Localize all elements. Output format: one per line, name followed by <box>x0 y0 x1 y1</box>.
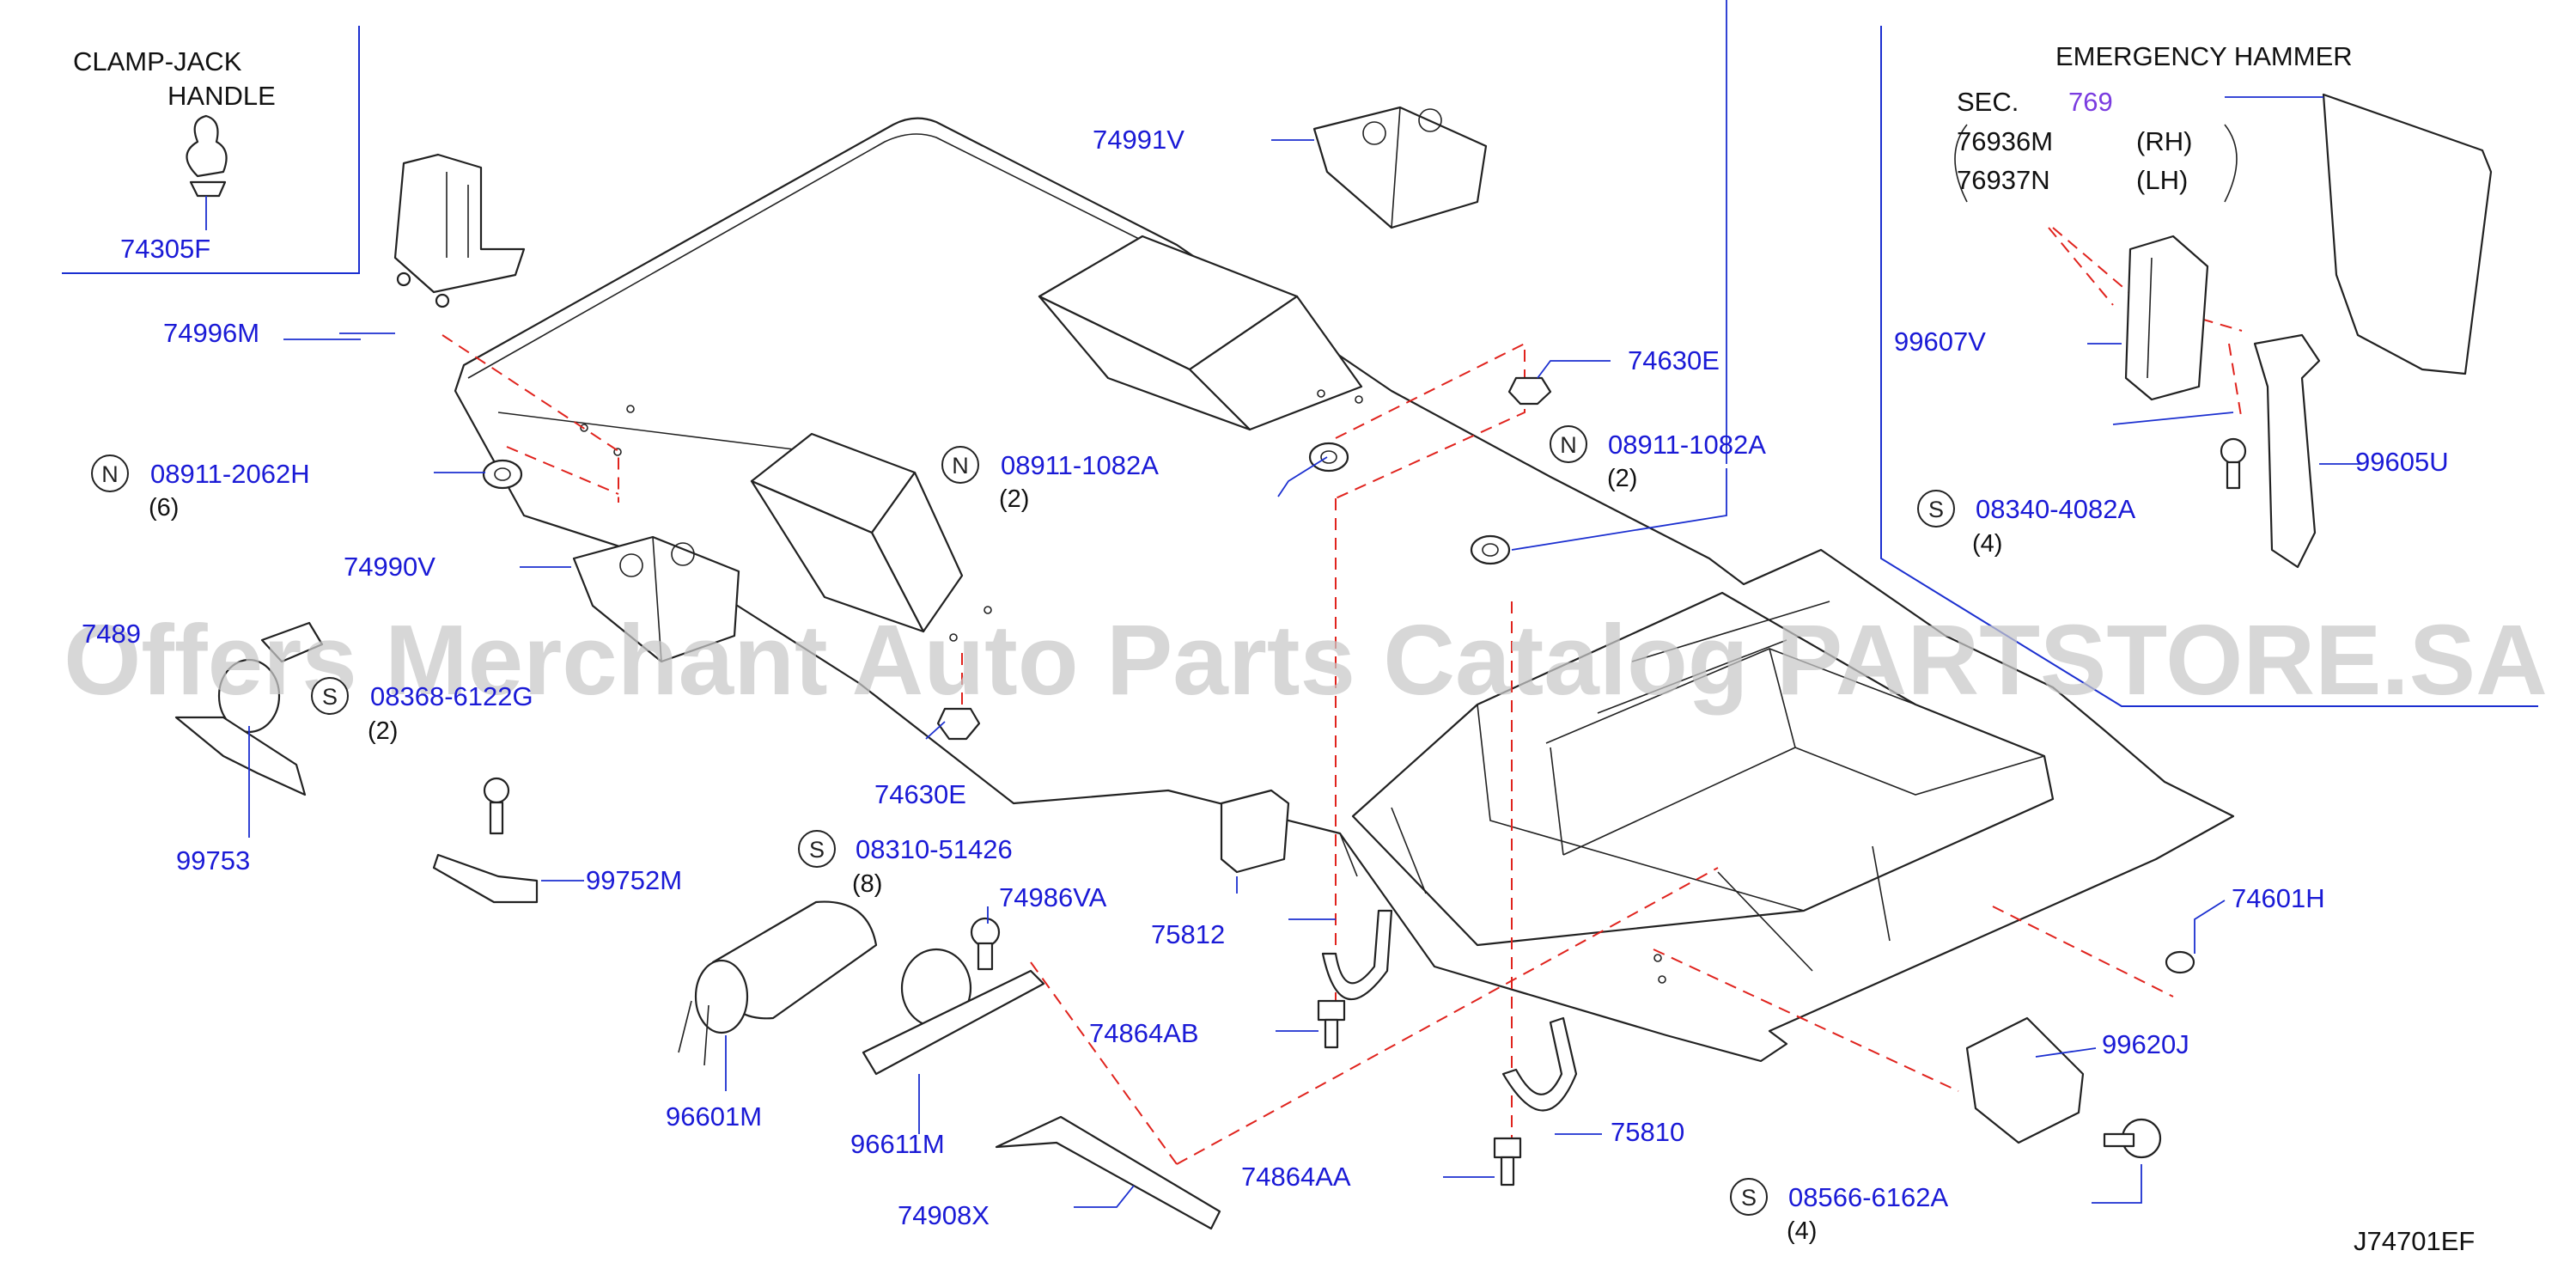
fastener-callout-s2[interactable]: S 08310-51426 (8) <box>798 830 1013 898</box>
jack-bracket-icon <box>393 153 526 308</box>
side-lh: (LH) <box>2136 165 2188 195</box>
tool-tray-icon <box>572 535 740 663</box>
mark-letter: N <box>952 453 969 479</box>
battery-box-icon <box>1220 789 1290 874</box>
grommet-icon <box>936 376 1552 741</box>
part-label-74601H[interactable]: 74601H <box>2232 883 2325 913</box>
fastener-callout-n2[interactable]: N 08911-1082A (2) <box>941 446 1159 513</box>
part-label-08310-51426[interactable]: 08310-51426 <box>856 834 1013 864</box>
part-label-08911-2062H[interactable]: 08911-2062H <box>150 459 310 489</box>
s-mark-icon <box>798 830 836 868</box>
bracket-icon <box>1965 1016 2085 1144</box>
fastener-callout-n1[interactable]: N 08911-2062H (6) <box>91 454 310 522</box>
part-label-74305F[interactable]: 74305F <box>120 234 210 264</box>
bracket-icon <box>2322 93 2493 375</box>
hammer-icon <box>2253 333 2321 569</box>
n-mark-icon <box>91 454 129 492</box>
clamp-jack-frame <box>62 26 360 274</box>
part-label-08911-1082A[interactable]: 08911-1082A <box>1001 450 1159 480</box>
part-label-75812[interactable]: 75812 <box>1151 919 1225 949</box>
qty: (4) <box>1972 530 2002 558</box>
part-label-74630E-mid[interactable]: 74630E <box>874 779 966 809</box>
part-label-74864AA[interactable]: 74864AA <box>1241 1162 1351 1192</box>
part-label-08566-6162A[interactable]: 08566-6162A <box>1788 1182 1948 1212</box>
hammer-mount-icon <box>2124 235 2209 401</box>
leader-lines <box>205 0 2362 1208</box>
mark-letter: S <box>1741 1185 1757 1211</box>
s-mark-icon <box>1917 490 1955 528</box>
sec-label: SEC. <box>1957 87 2019 117</box>
part-label-96601M[interactable]: 96601M <box>666 1101 762 1132</box>
nut-icon <box>482 442 2195 974</box>
mark-letter: S <box>809 837 825 863</box>
mark-letter: N <box>1560 432 1577 458</box>
part-label-08340-4082A[interactable]: 08340-4082A <box>1976 494 2135 524</box>
hose-clamp-icon <box>174 621 324 796</box>
fastener-callout-s4[interactable]: S 08566-6162A (4) <box>1730 1178 1948 1245</box>
clamp-jack-title-line1: CLAMP-JACK <box>73 46 242 76</box>
part-label-76937N[interactable]: 76937N <box>1957 165 2050 195</box>
part-label-99607V[interactable]: 99607V <box>1894 326 1986 357</box>
n-mark-icon <box>941 446 979 484</box>
clip-icon <box>186 114 228 198</box>
part-label-99753[interactable]: 99753 <box>176 845 250 875</box>
cylinder-icon <box>678 900 878 1066</box>
bracket-right <box>2224 124 2238 203</box>
diagram-code: J74701EF <box>2354 1226 2475 1256</box>
qty: (2) <box>368 717 398 745</box>
qty: (6) <box>149 494 179 522</box>
part-label-74908X[interactable]: 74908X <box>898 1200 990 1230</box>
qty: (2) <box>999 485 1029 513</box>
part-label-74630E-top[interactable]: 74630E <box>1628 345 1720 375</box>
part-label-74986VA[interactable]: 74986VA <box>999 882 1107 912</box>
part-label-75810[interactable]: 75810 <box>1611 1117 1684 1147</box>
tool-tray-icon <box>1312 106 1488 229</box>
mark-letter: S <box>322 684 338 710</box>
mark-letter: N <box>101 461 119 487</box>
part-label-08911-1082A[interactable]: 08911-1082A <box>1608 430 1766 460</box>
part-label-08368-6122G[interactable]: 08368-6122G <box>370 681 533 711</box>
fastener-callout-n3[interactable]: N 08911-1082A (2) <box>1550 425 1766 492</box>
part-label-76936M[interactable]: 76936M <box>1957 126 2053 156</box>
s-mark-icon <box>311 677 349 715</box>
sec-769-link[interactable]: 769 <box>2068 87 2113 117</box>
strap-icon <box>995 1115 1221 1230</box>
side-rh: (RH) <box>2136 126 2192 156</box>
mark-letter: S <box>1928 497 1944 522</box>
emergency-hammer-title: EMERGENCY HAMMER <box>2055 41 2353 71</box>
part-label-74991V[interactable]: 74991V <box>1093 125 1184 155</box>
part-label-7489[interactable]: 7489 <box>82 619 141 649</box>
fastener-callout-s1[interactable]: S 08368-6122G (2) <box>311 677 533 745</box>
bracket-left <box>1954 124 1968 203</box>
part-label-74864AB[interactable]: 74864AB <box>1089 1018 1199 1048</box>
part-label-99605U[interactable]: 99605U <box>2355 447 2449 477</box>
hose-clamp-icon <box>862 948 1045 1076</box>
n-mark-icon <box>1550 425 1587 463</box>
fastener-callout-s3[interactable]: S 08340-4082A (4) <box>1917 490 2135 558</box>
part-label-74990V[interactable]: 74990V <box>344 552 435 582</box>
part-label-99620J[interactable]: 99620J <box>2102 1029 2189 1059</box>
emergency-hammer-frame <box>1880 26 2538 707</box>
qty: (8) <box>852 870 882 898</box>
bolt-icon <box>483 437 2247 1187</box>
part-label-99752M[interactable]: 99752M <box>586 865 682 895</box>
watermark: Offers Merchant Auto Parts Catalog PARTS… <box>64 604 2548 716</box>
qty: (2) <box>1607 465 1637 492</box>
bracket-icon <box>432 853 539 904</box>
clamp-jack-title-line2: HANDLE <box>167 81 276 111</box>
part-label-96611M[interactable]: 96611M <box>850 1129 945 1159</box>
floor-trim-panel-illustration <box>454 117 2235 1063</box>
part-label-74996M[interactable]: 74996M <box>163 318 259 348</box>
qty: (4) <box>1787 1217 1817 1245</box>
s-mark-icon <box>1730 1178 1768 1216</box>
strap-icon <box>1321 909 1578 1112</box>
